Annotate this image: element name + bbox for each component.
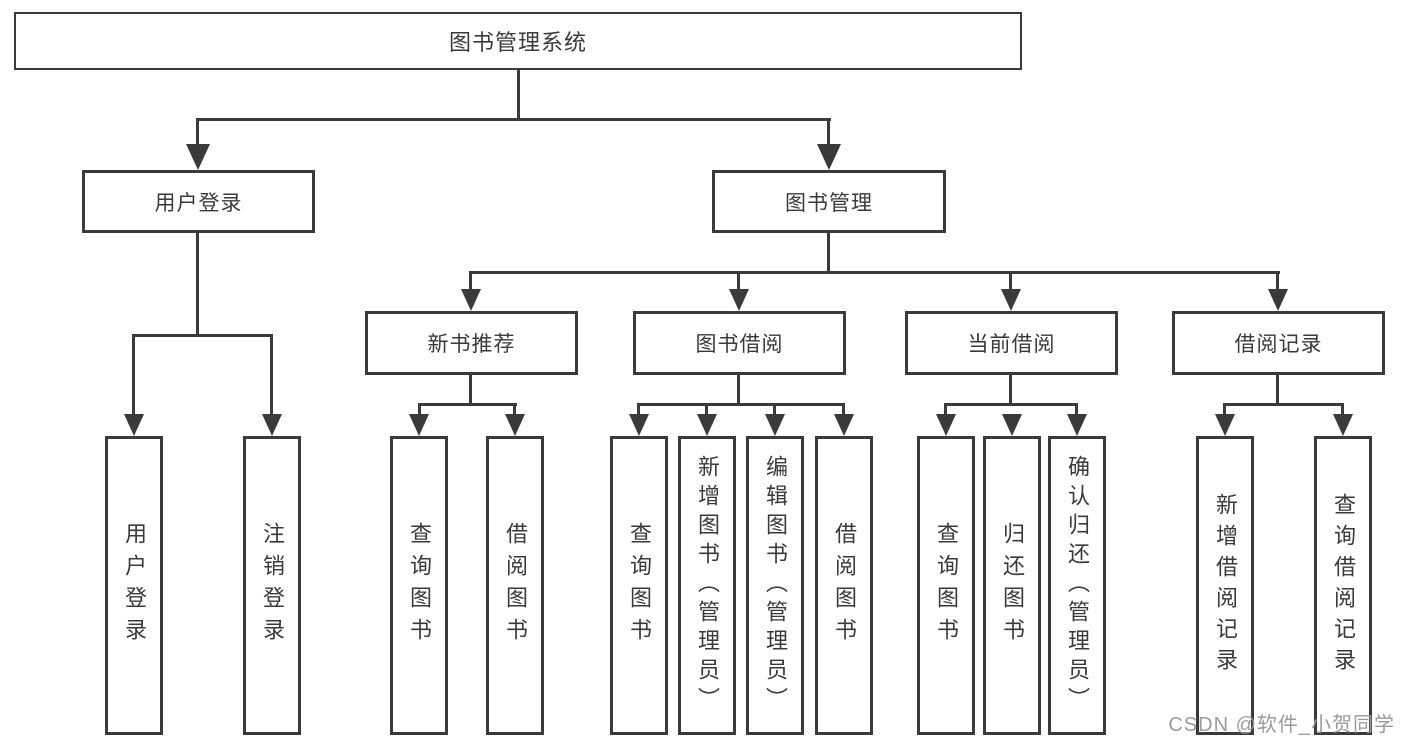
arrow-down-icon [1268, 289, 1288, 311]
node-new-book-recommend-label: 新书推荐 [427, 333, 516, 356]
arrow-down-icon [834, 414, 854, 436]
leaf-query-books-recommend: 查询图书 [390, 436, 448, 735]
connector-line [944, 403, 947, 416]
node-borrow-records: 借阅记录 [1172, 311, 1385, 375]
node-library-system-label: 图书管理系统 [448, 30, 587, 55]
connector-line [418, 403, 517, 406]
connector-line [270, 334, 273, 416]
arrow-down-icon [461, 289, 481, 311]
connector-line [469, 271, 1280, 274]
leaf-borrow-books: 借阅图书 [815, 436, 873, 735]
connector-line [1341, 403, 1344, 416]
connector-line [827, 118, 830, 146]
connector-line [737, 373, 740, 406]
node-book-borrow-label: 图书借阅 [695, 333, 784, 356]
leaf-user-login: 用户登录 [105, 436, 163, 735]
node-user-login-label: 用户登录 [154, 191, 243, 215]
arrow-down-icon [697, 414, 717, 436]
connector-line [469, 373, 472, 406]
node-book-management-label: 图书管理 [785, 191, 873, 215]
arrow-down-icon [505, 414, 525, 436]
leaf-borrow-books-recommend: 借阅图书 [486, 436, 544, 735]
node-user-login: 用户登录 [82, 170, 315, 233]
connector-line [1223, 403, 1226, 416]
arrow-down-icon [629, 414, 649, 436]
connector-line [637, 403, 640, 416]
leaf-logout: 注销登录 [243, 436, 301, 735]
node-book-borrow: 图书借阅 [633, 311, 846, 375]
connector-line [196, 118, 199, 146]
arrow-down-icon [765, 414, 785, 436]
connector-line [827, 231, 830, 273]
node-new-book-recommend: 新书推荐 [365, 311, 578, 375]
arrow-down-icon [262, 414, 282, 436]
node-library-system: 图书管理系统 [14, 12, 1022, 70]
connector-line [705, 403, 708, 416]
watermark: CSDN @软件_小贺同学 [1168, 714, 1395, 736]
connector-line [773, 403, 776, 416]
leaf-query-borrow-record: 查询借阅记录 [1314, 436, 1372, 735]
connector-line [1276, 271, 1279, 289]
node-borrow-records-label: 借阅记录 [1234, 333, 1323, 356]
connector-line [1276, 373, 1279, 406]
connector-line [196, 231, 199, 337]
arrow-down-icon [1333, 414, 1353, 436]
connector-line [637, 403, 845, 406]
arrow-down-icon [409, 414, 429, 436]
arrow-down-icon [1215, 414, 1235, 436]
connector-line [1009, 271, 1012, 289]
leaf-return-book: 归还图书 [983, 436, 1041, 735]
connector-line [513, 403, 516, 416]
leaf-edit-book-admin: 编辑图书（管理员） [746, 436, 804, 735]
arrow-down-icon [1002, 414, 1022, 436]
node-current-borrow-label: 当前借阅 [967, 333, 1056, 356]
arrow-down-icon [729, 289, 749, 311]
connector-line [1075, 403, 1078, 416]
connector-line [842, 403, 845, 416]
connector-line [132, 334, 273, 337]
connector-line [944, 403, 1078, 406]
connector-line [469, 271, 472, 289]
arrow-down-icon [124, 414, 144, 436]
leaf-add-book-admin: 新增图书（管理员） [678, 436, 736, 735]
connector-line [737, 271, 740, 289]
connector-line [517, 68, 520, 121]
arrow-down-icon [1001, 289, 1021, 311]
leaf-add-borrow-record: 新增借阅记录 [1196, 436, 1254, 735]
leaf-query-books-borrow: 查询图书 [610, 436, 668, 735]
connector-line [1009, 373, 1012, 406]
connector-line [418, 403, 421, 416]
connector-line [132, 334, 135, 416]
connector-line [1223, 403, 1344, 406]
arrow-down-icon [186, 144, 210, 170]
node-book-management: 图书管理 [712, 170, 946, 233]
arrow-down-icon [936, 414, 956, 436]
arrow-down-icon [1067, 414, 1087, 436]
node-current-borrow: 当前借阅 [905, 311, 1118, 375]
connector-line [196, 118, 831, 121]
leaf-query-books-current: 查询图书 [917, 436, 975, 735]
leaf-confirm-return-admin: 确认归还（管理员） [1048, 436, 1106, 735]
arrow-down-icon [817, 144, 841, 170]
